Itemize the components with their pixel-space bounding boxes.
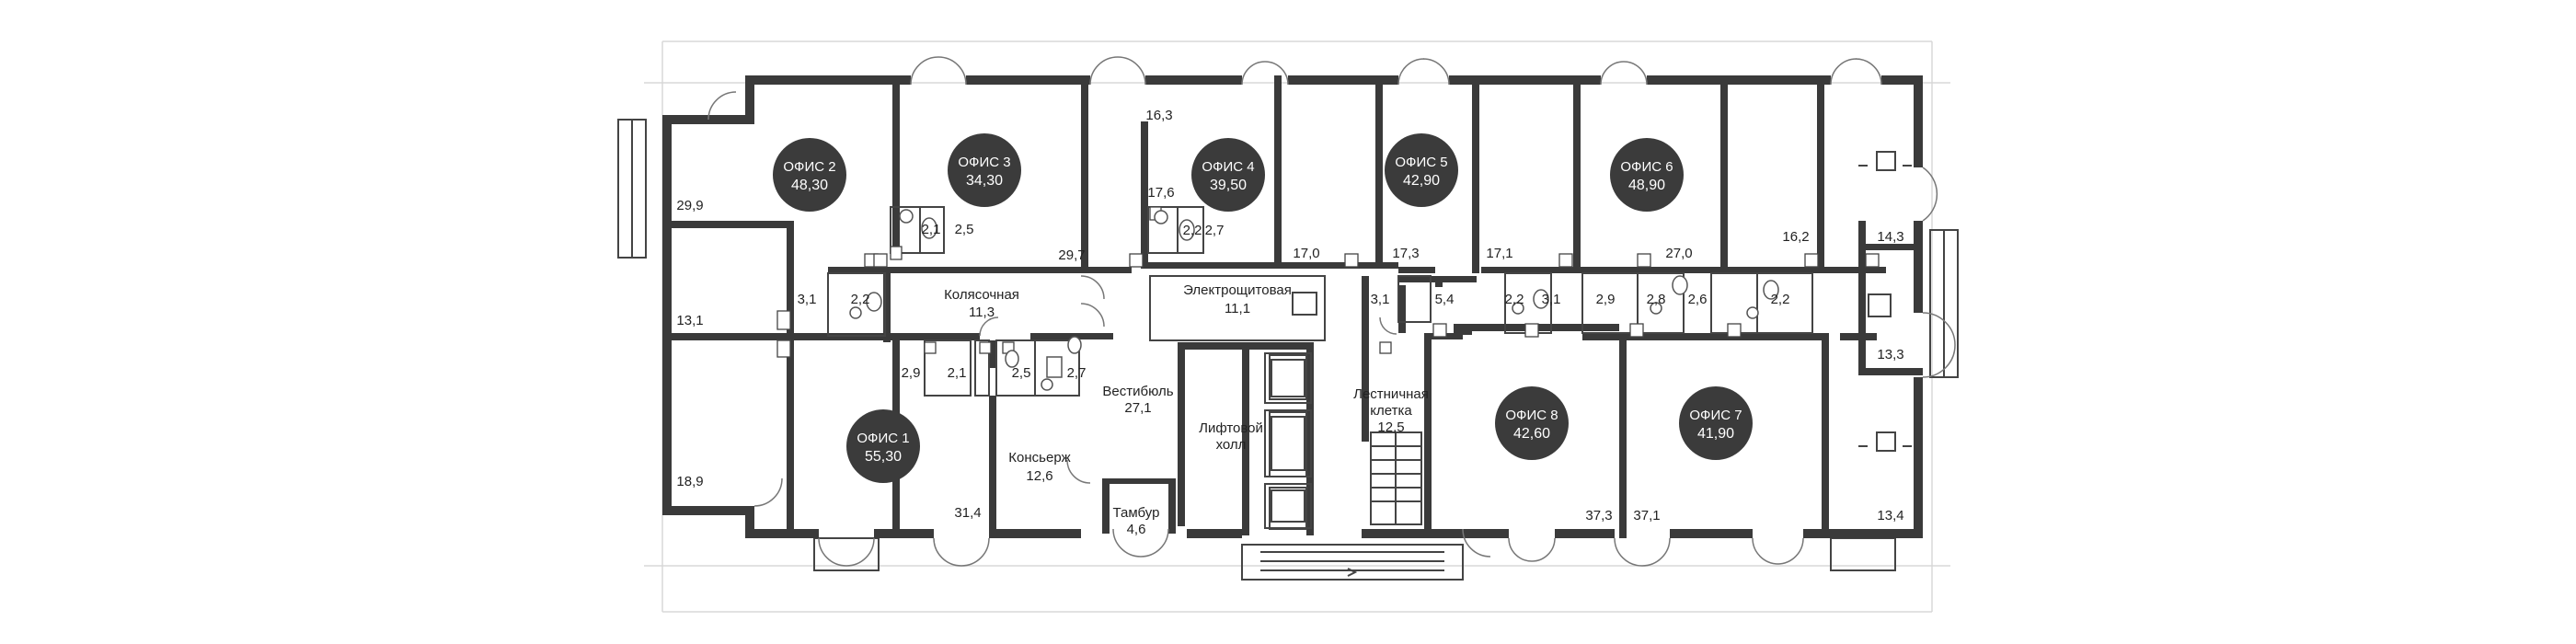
room-area-label: 3,1 (1542, 292, 1561, 307)
room-area-label: 2,2 (1771, 292, 1790, 307)
room-area-label: 31,4 (954, 505, 981, 521)
outer-guidelines (644, 40, 1950, 613)
staircase (1370, 431, 1422, 525)
office-name: ОФИС 7 (1689, 408, 1742, 423)
room-area-label: 2,1 (922, 222, 941, 237)
room-area-label: 2,6 (1688, 292, 1708, 307)
office-badge[interactable]: ОФИС 1 55,30 (846, 409, 920, 483)
office-badge[interactable]: ОФИС 3 34,30 (948, 133, 1021, 207)
area-labels: 29,9 29,7 16,3 17,6 17,0 17,3 17,1 27,0 16,2 14,3… (676, 108, 1903, 523)
room-area-label: 2,9 (1596, 292, 1616, 307)
sanitary-fixtures (849, 209, 1779, 391)
room-area-label: 13,4 (1877, 508, 1903, 523)
room-area-label: 3,1 (1371, 292, 1390, 307)
room-area-label: 27,0 (1665, 246, 1692, 261)
office-badge-circle (773, 138, 846, 212)
office-area: 39,50 (1210, 178, 1247, 193)
office-name: ОФИС 8 (1505, 408, 1558, 423)
kolyasochnaya-name: Колясочная (944, 287, 1019, 303)
equipment-symbols (1858, 151, 1912, 452)
konserzh-name: Консьерж (1008, 450, 1070, 466)
room-area-label: 17,1 (1486, 246, 1512, 261)
walls (662, 75, 1923, 538)
room-area-label: 2,5 (955, 222, 974, 237)
room-area-label: 17,3 (1392, 246, 1419, 261)
doors (707, 56, 1956, 567)
office-badge[interactable]: ОФИС 7 41,90 (1679, 386, 1753, 460)
office-badge[interactable]: ОФИС 4 39,50 (1191, 138, 1265, 212)
ventilation-shafts (776, 206, 1880, 358)
office-name: ОФИС 5 (1395, 155, 1447, 170)
lestnichnaya-line2: клетка (1370, 403, 1412, 419)
room-area-label: 37,3 (1585, 508, 1612, 523)
room-area-label: 17,6 (1147, 185, 1174, 201)
office-name: ОФИС 2 (783, 159, 835, 175)
room-area-label: 2,9 (902, 365, 921, 381)
room-area-label: 5,4 (1435, 292, 1455, 307)
office-name: ОФИС 3 (958, 155, 1010, 170)
office-area: 41,90 (1697, 426, 1734, 442)
office-badge-circle (948, 133, 1021, 207)
sanitary-partitions (827, 206, 1813, 530)
office-area: 34,30 (966, 173, 1003, 189)
office-area: 42,90 (1403, 173, 1440, 189)
lift-holl-line1: Лифтовой (1199, 420, 1263, 436)
room-area-label: 2,2 (851, 292, 870, 307)
office-badge[interactable]: ОФИС 2 48,30 (773, 138, 846, 212)
room-area-label: 2,1 (948, 365, 967, 381)
office-name: ОФИС 4 (1202, 159, 1254, 175)
exterior-stairs (617, 119, 1959, 581)
room-area-label: 17,0 (1293, 246, 1319, 261)
room-area-label: 2,2 (1183, 223, 1202, 238)
office-badge-circle (1610, 138, 1684, 212)
room-area-label: 16,3 (1145, 108, 1172, 123)
vestibyul-area: 27,1 (1124, 400, 1151, 416)
room-area-label: 13,3 (1877, 347, 1903, 362)
office-badge-circle (1385, 133, 1458, 207)
room-area-label: 2,8 (1647, 292, 1666, 307)
room-area-label: 16,2 (1782, 229, 1809, 245)
tambur-area: 4,6 (1127, 522, 1146, 537)
office-badge[interactable]: ОФИС 8 42,60 (1495, 386, 1569, 460)
room-area-label: 13,1 (676, 313, 703, 328)
vestibyul-name: Вестибюль (1102, 384, 1173, 399)
room-area-label: 29,9 (676, 198, 703, 213)
room-area-label: 2,7 (1067, 365, 1087, 381)
elektroshchitovaya-area: 11,1 (1225, 301, 1250, 316)
room-area-label: 14,3 (1877, 229, 1903, 245)
lestnichnaya-line1: Лестничная (1353, 386, 1429, 402)
office-area: 42,60 (1513, 426, 1550, 442)
office-badges: ОФИС 2 48,30 ОФИС 3 34,30 ОФИС 4 39,50 ОФИС 5 4… (773, 133, 1753, 483)
office-badge[interactable]: ОФИС 6 48,90 (1610, 138, 1684, 212)
elektroshchitovaya-name: Электрощитовая (1183, 282, 1292, 298)
office-area: 48,90 (1628, 178, 1665, 193)
office-badge-circle (1679, 386, 1753, 460)
office-badge[interactable]: ОФИС 5 42,90 (1385, 133, 1458, 207)
lift-holl-line2: холл (1216, 437, 1247, 453)
office-badge-circle (846, 409, 920, 483)
room-labels: Колясочная 11,3 Электрощитовая 11,1 Вест… (944, 282, 1429, 537)
office-area: 48,30 (791, 178, 828, 193)
office-name: ОФИС 6 (1620, 159, 1673, 175)
office-area: 55,30 (865, 449, 902, 465)
lestnichnaya-area: 12,5 (1377, 420, 1404, 435)
room-area-label: 2,7 (1205, 223, 1225, 238)
room-area-label: 37,1 (1633, 508, 1660, 523)
office-name: ОФИС 1 (857, 431, 909, 446)
elevator-shafts (1264, 292, 1892, 529)
kolyasochnaya-area: 11,3 (969, 305, 995, 320)
room-area-label: 2,2 (1505, 292, 1524, 307)
office-badge-circle (1495, 386, 1569, 460)
room-area-label: 29,7 (1058, 247, 1085, 263)
room-area-label: 2,5 (1012, 365, 1031, 381)
tambur-name: Тамбур (1113, 505, 1160, 521)
office-badge-circle (1191, 138, 1265, 212)
room-area-label: 3,1 (798, 292, 817, 307)
room-area-label: 18,9 (676, 474, 703, 489)
konserzh-area: 12,6 (1026, 468, 1052, 484)
